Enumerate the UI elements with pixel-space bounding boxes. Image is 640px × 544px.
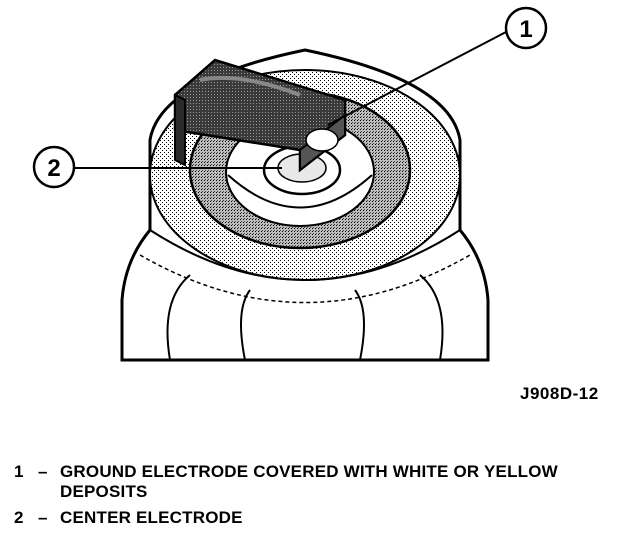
legend-text: GROUND ELECTRODE COVERED WITH WHITE OR Y… bbox=[60, 462, 558, 501]
legend-separator: – bbox=[38, 508, 48, 527]
legend-item-1: 1 – GROUND ELECTRODE COVERED WITH WHITE … bbox=[14, 462, 614, 502]
figure-code: J908D-12 bbox=[520, 384, 599, 403]
legend-separator: – bbox=[38, 462, 48, 481]
spark-plug-illustration: 1 2 bbox=[32, 6, 548, 362]
callout-1: 1 bbox=[504, 6, 548, 50]
callout-2-number: 2 bbox=[47, 155, 60, 182]
callout-1-number: 1 bbox=[519, 16, 532, 43]
ground-electrode bbox=[173, 58, 347, 173]
legend-number: 1 bbox=[14, 462, 24, 481]
legend-number: 2 bbox=[14, 508, 24, 527]
legend-text: CENTER ELECTRODE bbox=[60, 508, 243, 527]
callout-1-leader bbox=[327, 31, 507, 126]
legend-item-2: 2 – CENTER ELECTRODE bbox=[14, 508, 614, 528]
legend: 1 – GROUND ELECTRODE COVERED WITH WHITE … bbox=[14, 462, 614, 534]
callout-2: 2 bbox=[32, 145, 76, 189]
